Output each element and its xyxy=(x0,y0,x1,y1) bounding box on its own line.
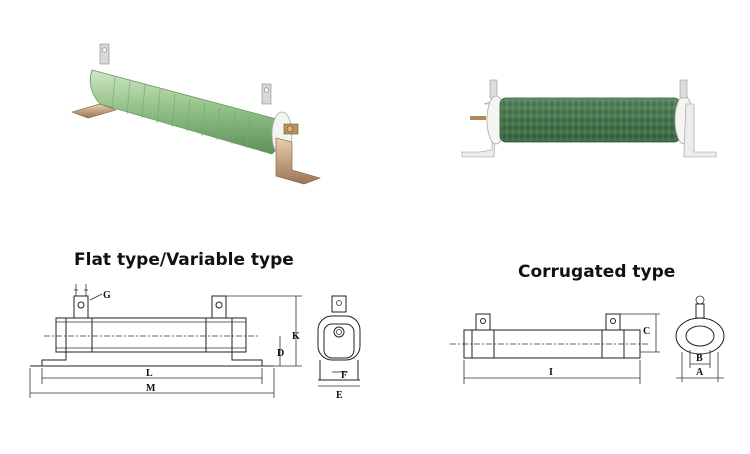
flat-type-title: Flat type/Variable type xyxy=(74,250,294,270)
dim-label-i: I xyxy=(549,367,553,378)
corrugated-type-drawing: C I B A xyxy=(450,295,725,384)
dim-label-e: E xyxy=(336,390,343,401)
dim-label-g: G xyxy=(103,290,111,301)
flat-type-drawing: G K D L M F E xyxy=(29,284,361,401)
dim-label-d: D xyxy=(277,348,284,359)
dim-label-c: C xyxy=(643,326,650,337)
flat-resistor-photo xyxy=(71,43,321,185)
dim-label-k: K xyxy=(292,331,300,342)
dim-label-f: F xyxy=(341,370,347,381)
dim-label-a: A xyxy=(696,367,704,378)
corrugated-resistor-photo xyxy=(461,79,717,158)
dim-label-m: M xyxy=(146,383,156,394)
dim-label-b: B xyxy=(696,353,703,364)
corrugated-type-title: Corrugated type xyxy=(518,262,676,282)
dim-label-l: L xyxy=(146,368,153,379)
